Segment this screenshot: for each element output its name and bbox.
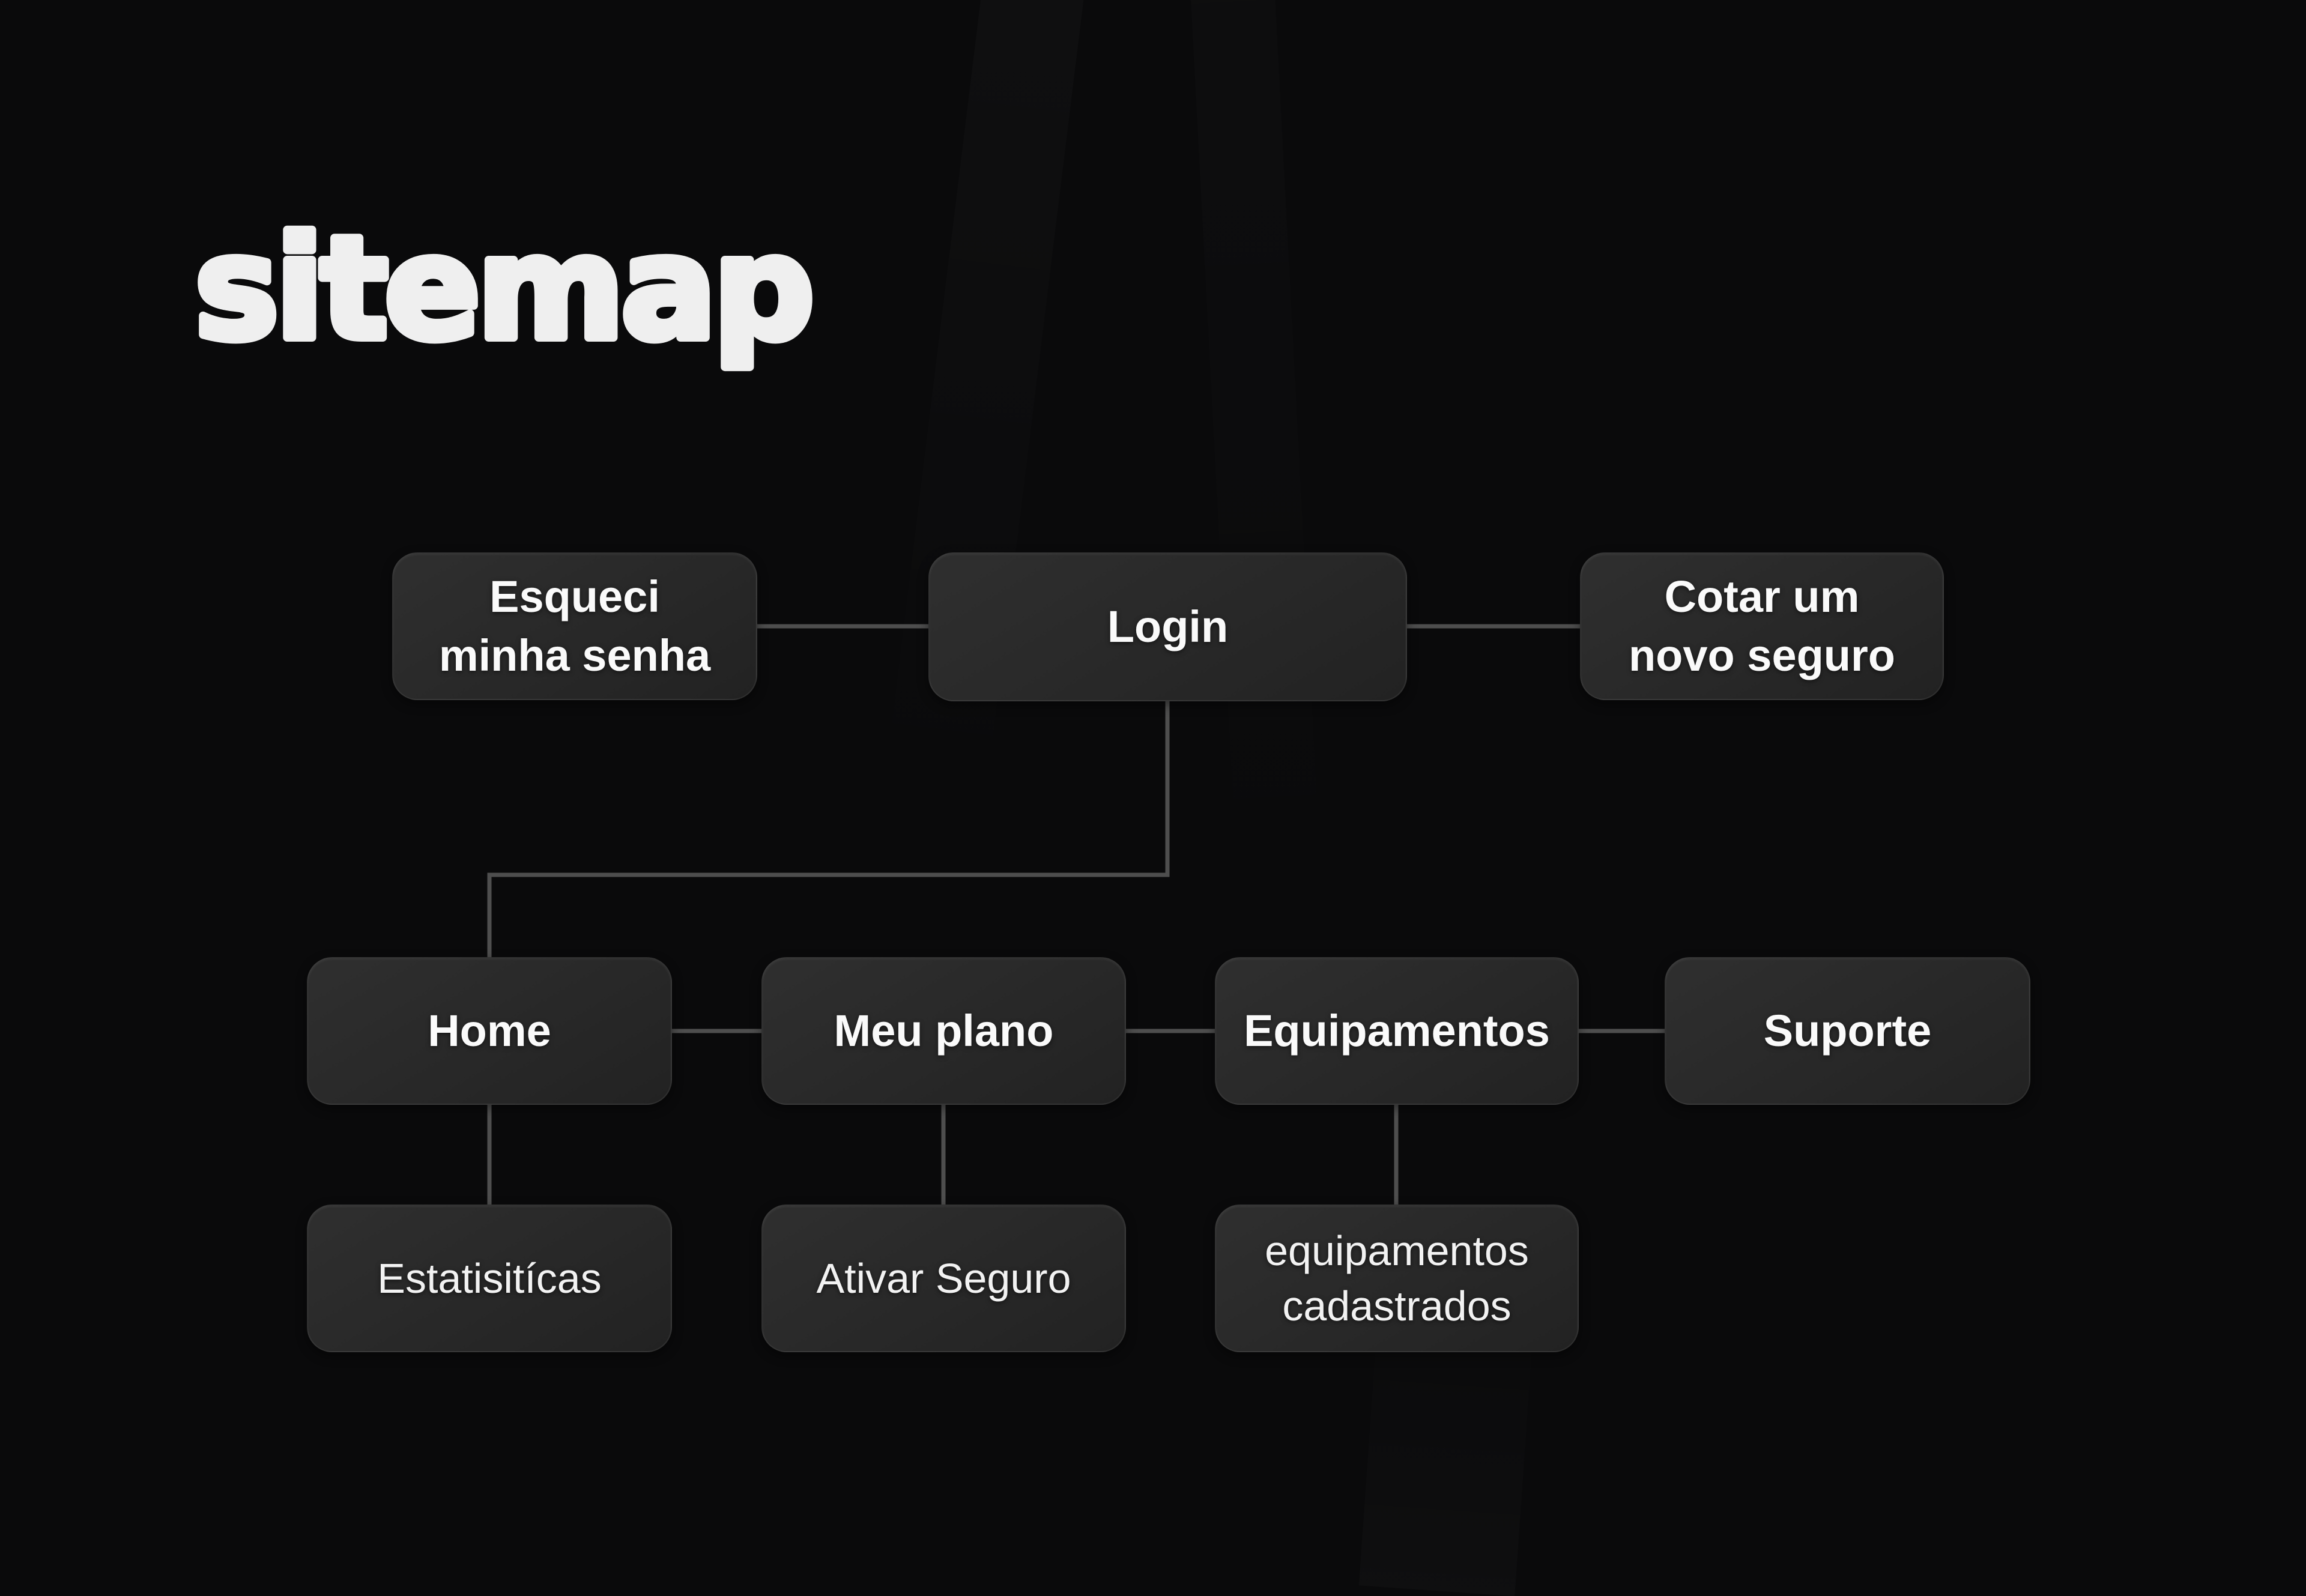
node-label: equipamentos cadastrados: [1265, 1227, 1529, 1329]
node-cotar-um-novo-seguro: Cotar um novo seguro: [1580, 552, 1944, 700]
node-ativar-seguro: Ativar Seguro: [761, 1205, 1126, 1352]
node-label: Suporte: [1763, 1006, 1932, 1056]
node-equipamentos-cadastrados: equipamentos cadastrados: [1215, 1205, 1579, 1352]
node-label: Cotar um novo seguro: [1628, 572, 1896, 680]
sitemap-canvas: sitemap Esqueci minha senha Login Cotar …: [190, 0, 2030, 1596]
node-label: Ativar Seguro: [816, 1254, 1071, 1302]
node-meu-plano: Meu plano: [761, 957, 1126, 1105]
node-esqueci-minha-senha: Esqueci minha senha: [392, 552, 757, 700]
edge-login-home: [487, 701, 1170, 957]
node-label: Equipamentos: [1244, 1006, 1550, 1056]
node-login: Login: [928, 552, 1407, 701]
node-label: Login: [1107, 602, 1229, 652]
node-label: Home: [428, 1006, 551, 1056]
node-label: Meu plano: [834, 1006, 1054, 1056]
node-suporte: Suporte: [1665, 957, 2030, 1105]
node-label: Estatisitícas: [377, 1254, 602, 1302]
node-home: Home: [307, 957, 672, 1105]
node-label: Esqueci minha senha: [438, 572, 711, 680]
page-title-graphic: sitemap: [190, 202, 819, 375]
node-estatisticas: Estatisitícas: [307, 1205, 672, 1352]
connector-layer: [487, 624, 1665, 1205]
node-equipamentos: Equipamentos: [1215, 957, 1579, 1105]
page-title: sitemap: [195, 206, 811, 371]
